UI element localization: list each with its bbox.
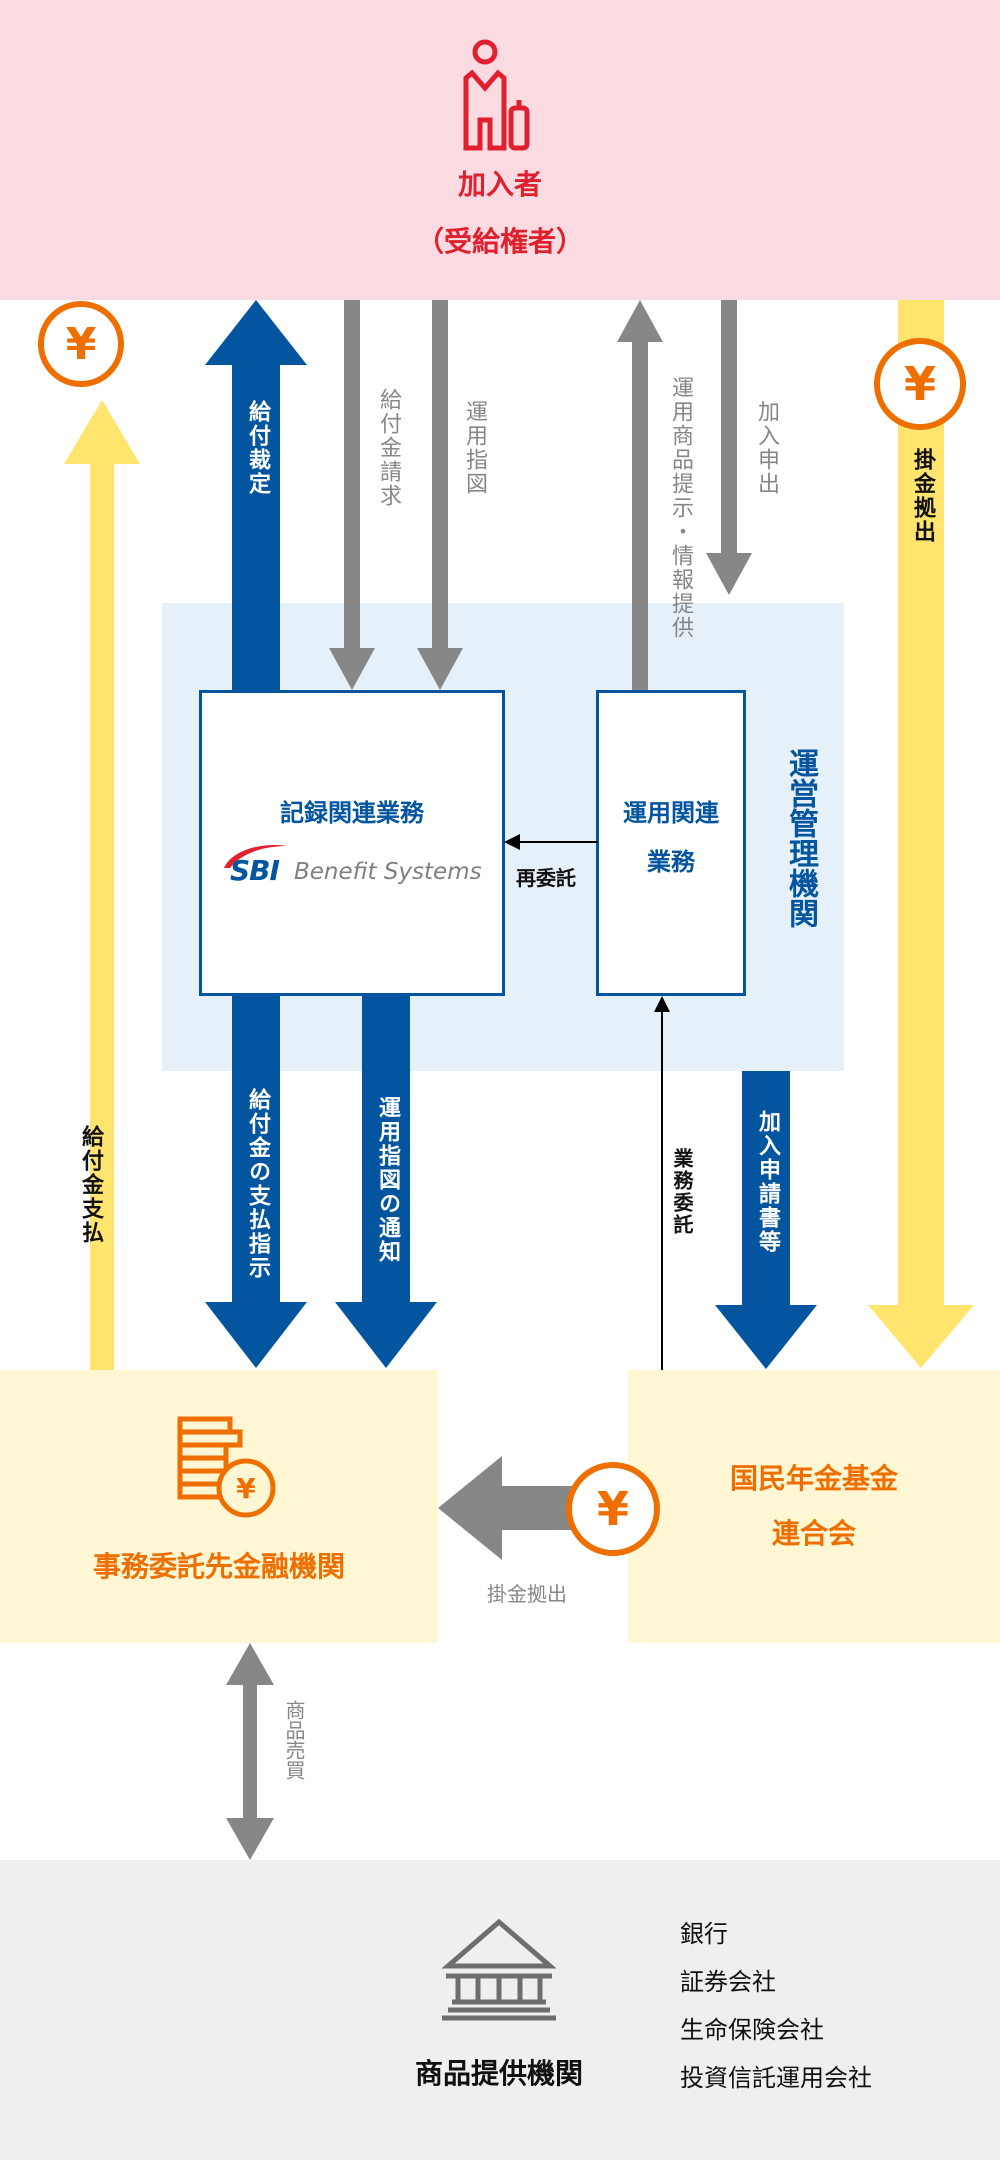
payment-instruction-label: 給付金の支払指示 [245, 1088, 270, 1280]
re-entrustment-arrow [504, 834, 598, 850]
investment-ops-line1: 運用関連 [623, 799, 719, 827]
application-documents-arrow [715, 1071, 817, 1369]
federation-line2: 連合会 [771, 1517, 856, 1550]
participant-title: 加入者 [457, 168, 542, 201]
record-keeping-box [199, 690, 505, 996]
business-entrustment-arrow [654, 996, 670, 1370]
record-keeping-title: 記録関連業務 [280, 799, 424, 827]
product-trading-arrow [226, 1643, 274, 1860]
business-entrustment-label: 業務委託 [670, 1148, 694, 1236]
entrusted-bank-title: 事務委託先金融機関 [92, 1550, 345, 1583]
investment-ops-line2: 業務 [647, 848, 695, 876]
provider-item: 投資信託運用会社 [680, 2064, 872, 2092]
admin-org-label: 運営管理機関 [783, 748, 818, 928]
sbi-logo-mark: SBI [230, 854, 280, 887]
contribution-arrow [868, 300, 974, 1368]
product-providers-title: 商品提供機関 [414, 2057, 583, 2090]
yen-circle-icon: ¥ [874, 338, 966, 430]
investment-instruction-arrow [417, 300, 463, 690]
federation-box [628, 1370, 1000, 1643]
bank-building-icon [441, 1918, 557, 2021]
yen-circle-icon: ¥ [566, 1462, 660, 1556]
product-info-label: 運用商品提示・情報提供 [668, 376, 693, 640]
entrusted-bank-box [0, 1370, 438, 1643]
product-trading-label: 商品売買 [282, 1700, 306, 1780]
svg-text:¥: ¥ [236, 1472, 256, 1505]
coins-yen-icon: ¥ [177, 1416, 276, 1518]
application-documents-label: 加入申請書等 [755, 1110, 780, 1254]
person-with-bag-icon [463, 39, 530, 151]
investment-instruction-label: 運用指図 [462, 400, 487, 496]
product-info-arrow [617, 300, 663, 692]
enrollment-application-label: 加入申出 [754, 400, 779, 496]
federation-line1: 国民年金基金 [729, 1462, 898, 1495]
benefit-claim-label: 給付金請求 [376, 388, 401, 508]
contribution-center-label: 掛金拠出 [487, 1582, 567, 1606]
benefit-determination-arrow [205, 300, 307, 692]
instruction-notice-arrow [335, 996, 437, 1368]
participant-subtitle: （受給権者） [415, 225, 584, 258]
benefit-payment-label: 給付金支払 [78, 1125, 103, 1245]
provider-item: 生命保険会社 [680, 2016, 824, 2044]
benefit-claim-arrow [329, 300, 375, 690]
provider-item: 証券会社 [680, 1968, 776, 1996]
sbi-swoosh-icon [224, 844, 288, 868]
contribution-transfer-arrow [438, 1456, 618, 1560]
sbi-logo: SBI Benefit Systems [222, 842, 492, 892]
enrollment-application-arrow [706, 300, 752, 595]
yen-circle-icon: ¥ [38, 301, 124, 387]
instruction-notice-label: 運用指図の通知 [375, 1096, 400, 1264]
provider-item: 銀行 [680, 1920, 728, 1948]
benefit-payment-arrow [64, 400, 140, 1370]
contribution-label: 掛金拠出 [910, 448, 935, 544]
payment-instruction-arrow [205, 996, 307, 1368]
benefit-determination-label: 給付裁定 [245, 400, 270, 496]
re-entrustment-label: 再委託 [516, 866, 576, 890]
investment-ops-box [596, 690, 746, 996]
sbi-logo-text: Benefit Systems [294, 859, 482, 885]
provider-list: 銀行 証券会社 生命保険会社 投資信託運用会社 [680, 1914, 872, 2106]
